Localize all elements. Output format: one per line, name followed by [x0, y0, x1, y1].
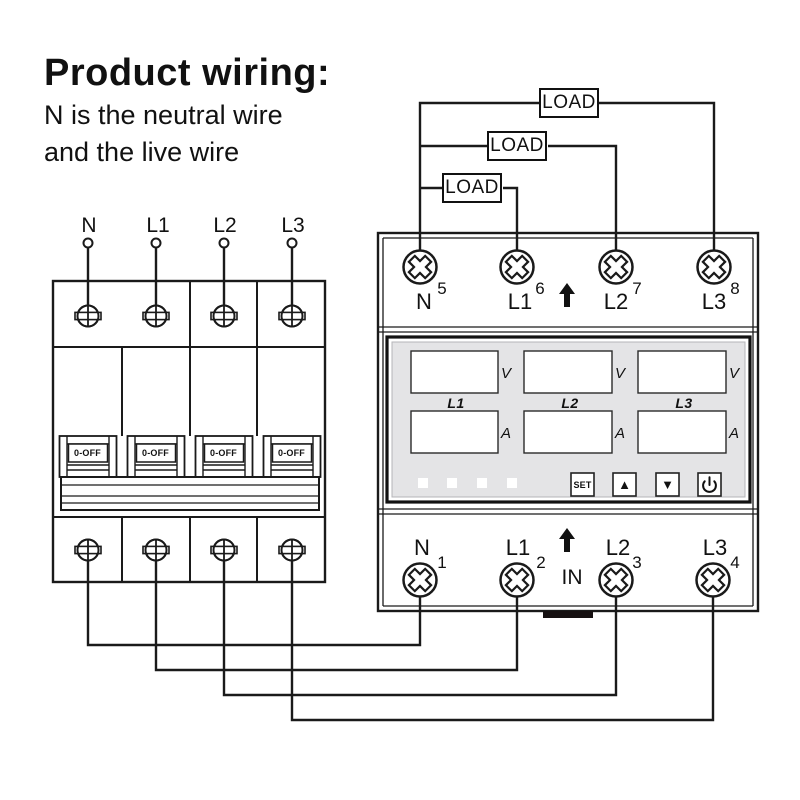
phase-label-l3: L3	[675, 395, 693, 411]
switch-label: 0-OFF	[210, 448, 237, 458]
load-box-2: LOAD	[487, 131, 547, 161]
pin-n	[82, 237, 94, 249]
breaker-input-label-n: N	[81, 214, 97, 237]
led-indicator	[507, 478, 517, 488]
voltage-window-l3	[637, 350, 727, 394]
led-indicator	[477, 478, 487, 488]
wire-breaker-to-meter-l1	[154, 550, 519, 672]
up-button	[612, 472, 637, 497]
wire-load3-l1	[503, 186, 519, 267]
pin-l1	[150, 237, 162, 249]
pin-l3	[286, 237, 298, 249]
page-title: Product wiring:	[44, 52, 331, 94]
meter-terminal-6-l1	[499, 249, 535, 285]
current-unit-label: A	[728, 425, 740, 442]
meter-bottom-num-3: 3	[632, 553, 642, 572]
meter-bottom-label-n: N	[414, 535, 430, 560]
meter-top-label-n: N	[416, 289, 432, 314]
breaker-input-pins	[82, 237, 298, 249]
wire-load1-l3	[599, 101, 716, 267]
meter-bottom-label-l1: L1	[505, 535, 531, 560]
current-window-l3	[637, 410, 727, 454]
breaker-tie-bar	[60, 476, 320, 511]
breaker-internal-lines	[53, 281, 325, 582]
display-windows	[410, 350, 727, 454]
meter-top-num-5: 5	[437, 279, 447, 298]
meter-top-num-6: 6	[535, 279, 545, 298]
power-icon	[702, 476, 717, 493]
meter-terminal-5-n	[402, 249, 438, 285]
wire-breaker-to-meter-n	[86, 550, 422, 647]
meter-terminal-7-l2	[598, 249, 634, 285]
wire-breaker-to-meter-l2	[222, 550, 618, 697]
switch-label: 0-OFF	[142, 448, 169, 458]
voltage-unit-label: V	[614, 365, 626, 382]
set-button-label: SET	[573, 479, 592, 490]
set-button	[570, 472, 595, 497]
load-box-1: LOAD	[539, 88, 599, 118]
pin-l2	[218, 237, 230, 249]
subtitle-line: N is the neutral wire	[44, 100, 283, 130]
meter-inner-lines	[378, 237, 758, 607]
meter-top-label-l3: L3	[701, 289, 727, 314]
up-arrow-icon: ▲	[618, 477, 631, 492]
switch-label: 0-OFF	[74, 448, 101, 458]
voltage-unit-label: V	[728, 365, 740, 382]
current-window-l2	[523, 410, 613, 454]
current-unit-label: A	[614, 425, 626, 442]
led-indicators	[418, 478, 517, 488]
display-buttons	[570, 472, 722, 497]
meter-bottom-num-2: 2	[536, 553, 546, 572]
phase-label-l1: L1	[447, 395, 465, 411]
meter-terminal-4-l3	[695, 562, 731, 598]
down-arrow-icon: ▼	[661, 477, 674, 492]
meter-bottom-label-l2: L2	[605, 535, 631, 560]
meter-bottom-label-l3: L3	[702, 535, 728, 560]
wire-load2-l2	[548, 144, 618, 267]
subtitle-line: and the live wire	[44, 137, 240, 167]
meter-top-label-l1: L1	[507, 289, 533, 314]
breaker-input-label-l3: L3	[281, 214, 305, 237]
meter-top-label-l2: L2	[603, 289, 629, 314]
wire-breaker-to-meter-l3	[290, 550, 715, 722]
voltage-unit-label: V	[500, 365, 512, 382]
current-window-l1	[410, 410, 499, 454]
led-indicator	[418, 478, 428, 488]
meter-terminal-3-l2	[598, 562, 634, 598]
breaker-input-label-l2: L2	[213, 214, 237, 237]
meter-terminal-2-l1	[499, 562, 535, 598]
meter-top-num-7: 7	[632, 279, 642, 298]
meter-terminal-8-l3	[696, 249, 732, 285]
meter-terminal-1-n	[402, 562, 438, 598]
led-indicator	[447, 478, 457, 488]
meter-top-num-8: 8	[730, 279, 740, 298]
load-box-3: LOAD	[442, 173, 502, 203]
meter-bottom-num-1: 1	[437, 553, 447, 572]
wire-load1-neutral	[418, 101, 539, 267]
voltage-window-l2	[523, 350, 613, 394]
breaker-input-label-l1: L1	[146, 214, 170, 237]
phase-label-l2: L2	[561, 395, 579, 411]
meter-bottom-num-4: 4	[730, 553, 740, 572]
voltage-window-l1	[410, 350, 499, 394]
wires	[86, 101, 716, 722]
down-button	[655, 472, 680, 497]
din-clip	[543, 611, 593, 618]
switch-label: 0-OFF	[278, 448, 305, 458]
current-unit-label: A	[500, 425, 512, 442]
in-label: IN	[561, 566, 583, 589]
